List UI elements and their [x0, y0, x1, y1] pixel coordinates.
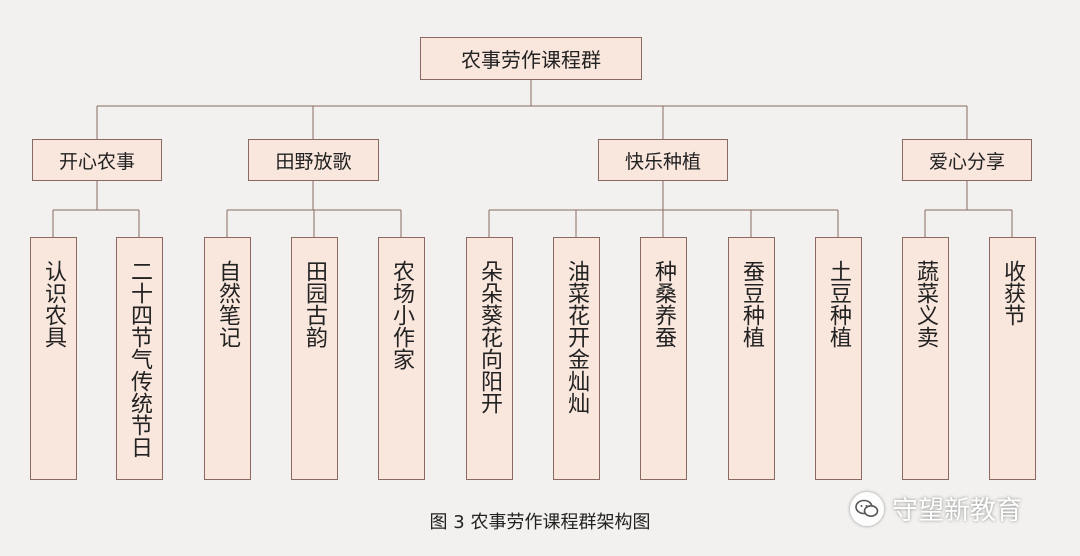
leaf-node: 蔬菜义卖	[902, 237, 949, 480]
leaf-label: 种桑养蚕	[651, 260, 676, 348]
leaf-label: 蚕豆种植	[739, 260, 764, 348]
leaf-label: 土豆种植	[826, 260, 851, 348]
leaf-label: 蔬菜义卖	[913, 260, 938, 348]
leaf-node: 认识农具	[30, 237, 77, 480]
leaf-label: 二十四节气传统节日	[127, 260, 152, 458]
leaf-node: 种桑养蚕	[640, 237, 687, 480]
leaf-label: 朵朵葵花向阳开	[477, 260, 502, 414]
branch-node-2: 田野放歌	[248, 139, 379, 181]
figure-caption: 图 3 农事劳作课程群架构图	[429, 512, 651, 533]
leaf-label: 自然笔记	[215, 260, 240, 348]
branch-node-1: 开心农事	[32, 139, 162, 181]
leaf-node: 土豆种植	[815, 237, 862, 480]
leaf-label: 农场小作家	[389, 260, 414, 370]
leaf-node: 油菜花开金灿灿	[553, 237, 600, 480]
leaf-node: 蚕豆种植	[728, 237, 775, 480]
root-label: 农事劳作课程群	[461, 48, 601, 72]
watermark-text: 守望新教育	[892, 496, 1023, 526]
branch-label: 开心农事	[58, 150, 135, 173]
leaf-label: 油菜花开金灿灿	[564, 260, 589, 414]
leaf-node: 朵朵葵花向阳开	[466, 237, 513, 480]
leaf-label: 田园古韵	[302, 260, 327, 348]
watermark: 守望新教育	[850, 490, 1022, 527]
leaf-node: 田园古韵	[291, 237, 338, 480]
branch-node-4: 爱心分享	[902, 139, 1032, 181]
wechat-icon	[850, 491, 884, 526]
leaf-label: 认识农具	[41, 260, 66, 348]
leaf-node: 农场小作家	[378, 237, 425, 480]
branch-label: 田野放歌	[275, 150, 352, 173]
branch-label: 快乐种植	[624, 150, 701, 173]
leaf-node: 二十四节气传统节日	[116, 237, 163, 480]
branch-label: 爱心分享	[928, 150, 1005, 173]
leaf-label: 收获节	[1000, 260, 1025, 326]
branch-node-3: 快乐种植	[598, 139, 728, 181]
root-node: 农事劳作课程群	[420, 37, 642, 80]
leaf-node: 收获节	[989, 237, 1036, 480]
leaf-node: 自然笔记	[204, 237, 251, 480]
